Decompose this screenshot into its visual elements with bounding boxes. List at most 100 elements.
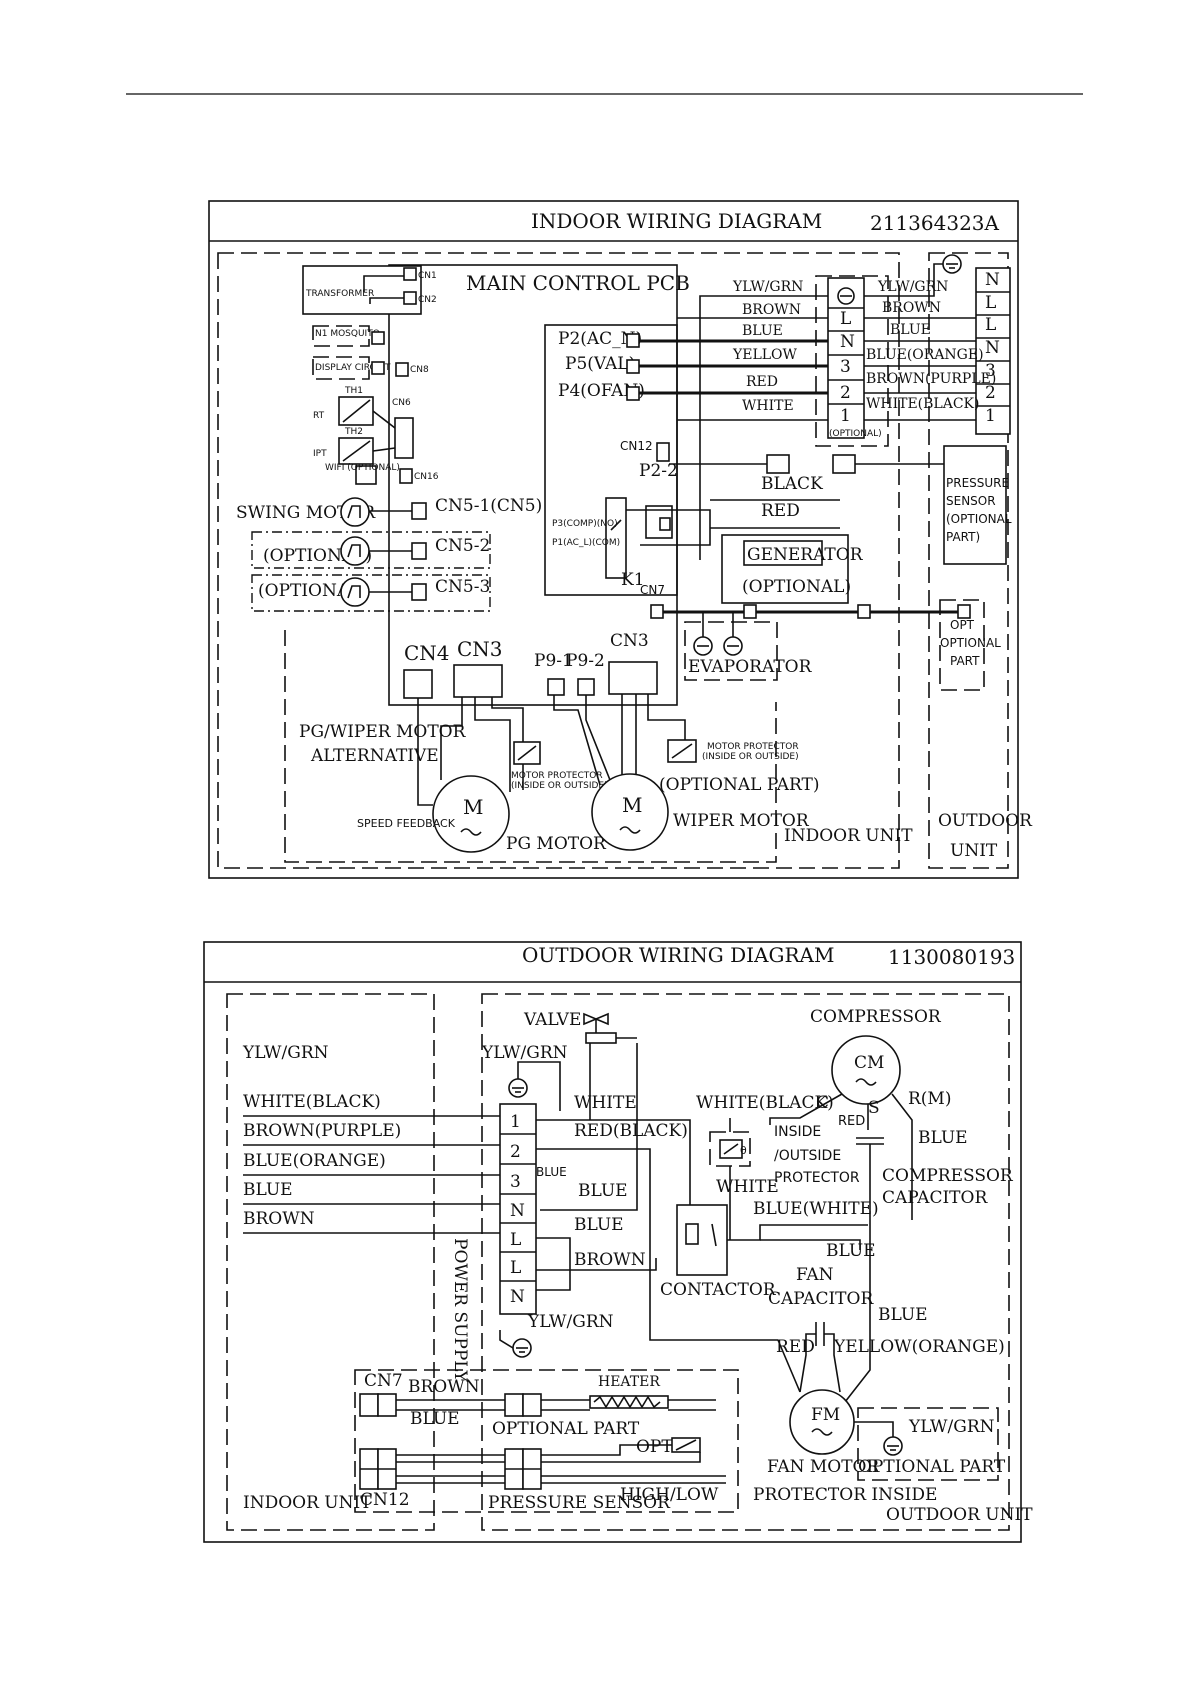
outdoor-unit-label-0: OUTDOOR [938,811,1033,831]
fan-capacitor-0: FAN [796,1265,834,1285]
inside-outside-1: /OUTSIDE [774,1148,841,1164]
cn3-label-1: CN3 [457,637,503,661]
th1-label: TH1 [344,386,363,396]
yellow-orange-label: YELLOW(ORANGE) [833,1337,1005,1357]
rt-slash [342,399,371,423]
indoor-unit-label-out: INDOOR UNIT [243,1493,372,1513]
cn7-label-out: CN7 [364,1371,403,1391]
compressor-motor [831,1035,901,1105]
valve-icon [583,1012,609,1026]
cn5-1-connector [411,502,427,520]
pressure-sensor-0: PRESSURE [946,476,1009,490]
valve-label: VALVE [523,1010,581,1030]
k1-label: K1 [621,570,645,590]
fan-capacitor-1: CAPACITOR [768,1289,874,1309]
cn4-label: CN4 [404,641,450,665]
left-wire-3: BLUE(ORANGE) [243,1151,386,1171]
outdoor-unit-label: OUTDOOR UNIT [886,1505,1033,1525]
inside-outside-2: PROTECTOR [774,1170,860,1186]
terminal-2: 3 [510,1172,521,1192]
p9-1-connector [547,678,565,696]
terminal-0: 1 [510,1112,521,1132]
optional-part-label: (OPTIONAL PART) [659,775,819,795]
wire-right-3: BLUE(ORANGE) [866,347,984,363]
motor-protector-2a: MOTOR PROTECTOR [707,742,799,752]
left-wire-5: BROWN [243,1209,315,1229]
terminal-4: L [510,1230,521,1250]
cn12-label: CN12 [620,439,653,453]
terminal-left-3: 2 [840,383,851,403]
white-label-2: WHITE [716,1177,779,1197]
p4-label: P4(OFAN) [558,381,645,401]
speed-feedback-label: SPEED FEEDBACK [357,817,456,830]
cn8-connector [395,362,409,377]
terminal-ground-icon [837,287,855,305]
optional-swing-3-box [251,574,491,612]
wire-left-4: RED [746,374,778,390]
cn12-label-out: CN12 [360,1490,410,1510]
outdoor-unit-boundary [481,993,1010,1531]
swing-motor-2 [340,536,370,566]
relay-area [544,324,678,596]
wire-right-1: BROWN [882,300,941,316]
indoor-unit-boundary [226,993,435,1531]
transformer-wire-2 [369,297,404,304]
high-low-label: HIGH/LOW [620,1485,719,1505]
r-label: R(M) [908,1089,951,1109]
contactor-label: CONTACTOR [660,1280,777,1300]
cn7-plug-b [377,1393,397,1417]
protector-inside-label: PROTECTOR INSIDE [753,1485,937,1505]
compressor-red-label: RED [838,1114,865,1129]
mosquito-box [312,325,370,347]
blue-small-label: BLUE [536,1165,567,1179]
compressor-capacitor-0: COMPRESSOR [882,1166,1014,1186]
outdoor-code: 1130080193 [888,945,1015,969]
wire-left-2: BLUE [742,323,783,339]
p1-label: P1(AC_L)(COM) [552,538,620,548]
th2-label: TH2 [344,427,363,437]
ipt-label: IPT [313,449,327,459]
cn5-2-label: CN5-2 [435,536,490,556]
wiper-motor [591,773,669,851]
compressor-label: COMPRESSOR [810,1007,942,1027]
p9-2-label: P9-2 [566,651,605,671]
pressure-sensor-1: SENSOR [946,494,996,508]
cm-label: CM [854,1053,884,1073]
transformer-wire [363,275,404,292]
opt-part-0: OPTIONAL [940,636,1001,650]
generator-label: GENERATOR [747,545,864,565]
optional-part-label: OPTIONAL PART [492,1419,640,1439]
compressor-blue-label: BLUE [918,1128,968,1148]
brown-label: BROWN [574,1250,646,1270]
transformer-label: TRANSFORMER [305,289,374,299]
wire-right-2: BLUE [890,322,931,338]
left-wire-0: YLW/GRN [242,1043,329,1063]
cn6-label: CN6 [392,398,411,408]
blue-label-3: BLUE [878,1305,928,1325]
ylwgrn-bottom-label: YLW/GRN [527,1312,614,1332]
optional-swing-2-box [251,531,491,569]
pg-motor-m: M [463,795,483,819]
p2-2-label: P2-2 [639,461,678,481]
left-wire-4: BLUE [243,1180,293,1200]
p2-connector [626,333,640,348]
power-supply-label: POWER SUPPLY [450,1238,470,1383]
compressor-capacitor-1: CAPACITOR [882,1188,988,1208]
indoor-frame [208,200,1019,879]
blue-white-label: BLUE(WHITE) [753,1199,879,1219]
optional-part-right-label: OPTIONAL PART [858,1457,1006,1477]
pressure-sensor-2: (OPTIONAL [946,512,1012,526]
outdoor-terminal-block [499,1103,537,1315]
cn3-label-2: CN3 [610,631,649,651]
cn1-label: CN1 [418,271,437,281]
terminal-5: L [510,1258,521,1278]
pg-motor [432,775,510,853]
left-wire-2: BROWN(PURPLE) [243,1121,401,1141]
cn5-3-label: CN5-3 [435,577,490,597]
evaporator-box [684,621,778,681]
pg-motor-label: PG MOTOR [506,834,607,854]
cn7-connector [650,604,664,619]
cn8-label: CN8 [410,365,429,375]
